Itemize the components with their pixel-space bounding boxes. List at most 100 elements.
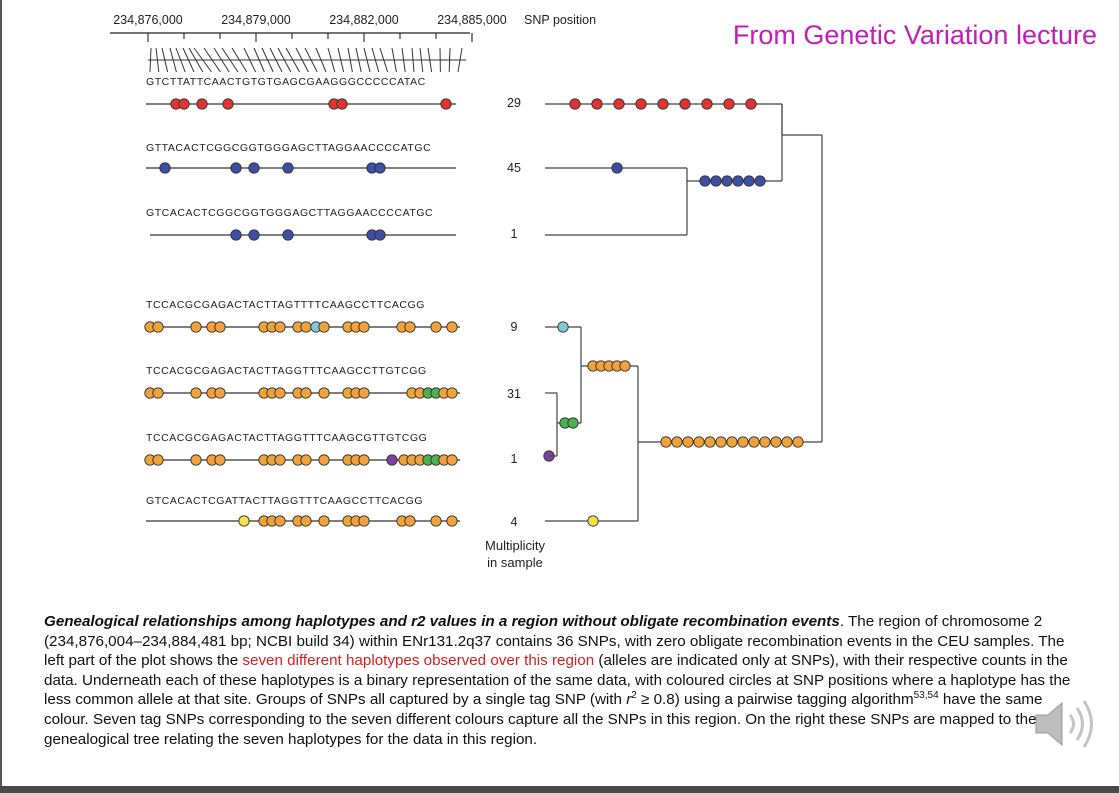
snp-allele-dot-3-1 — [230, 229, 242, 241]
snp-allele-dot-6-14 — [358, 454, 370, 466]
snp-allele-dot-4-15 — [358, 321, 370, 333]
tree-dot-red-4 — [657, 98, 669, 110]
snp-allele-dot-7-7 — [318, 515, 330, 527]
tree-dot-red-8 — [745, 98, 757, 110]
tree-dot-orange-root-2 — [682, 436, 694, 448]
binary-haplotype-rows — [144, 98, 460, 527]
snp-allele-dot-7-12 — [404, 515, 416, 527]
snp-allele-dot-6-2 — [152, 454, 164, 466]
snp-allele-dot-4-8 — [274, 321, 286, 333]
snp-allele-dot-4-18 — [430, 321, 442, 333]
snp-allele-dot-3-5 — [374, 229, 386, 241]
snp-allele-dot-5-5 — [214, 387, 226, 399]
snp-allele-dot-2-4 — [282, 162, 294, 174]
snp-allele-dot-7-1 — [238, 515, 250, 527]
caption-reference: 53,54 — [913, 690, 939, 702]
snp-allele-dot-4-10 — [300, 321, 312, 333]
count-1: 29 — [507, 96, 521, 110]
snp-allele-dot-5-11 — [318, 387, 330, 399]
multiplicity-counts: 29 45 1 9 31 1 4 Multiplicity in sample — [485, 96, 545, 570]
snp-allele-dot-2-6 — [374, 162, 386, 174]
snp-allele-dot-6-15 — [386, 454, 398, 466]
haplotype-sequence-1: GTCTTATTCAACTGTGTGAGCGAAGGGCCCCCATAC — [146, 76, 426, 88]
tree-dot-blue-4 — [743, 175, 755, 187]
snp-allele-dot-1-4 — [222, 98, 234, 110]
snp-allele-dot-6-8 — [274, 454, 286, 466]
haplotype-diagram: 234,876,000 234,879,000 234,882,000 234,… — [110, 13, 823, 570]
snp-allele-dot-7-6 — [300, 515, 312, 527]
tree-dot-red-3 — [635, 98, 647, 110]
count-2: 45 — [507, 161, 521, 175]
snp-connector-lines — [148, 47, 466, 73]
tree-dot-cyan — [557, 321, 569, 333]
caption-text-3: ≥ 0.8) using a pairwise tagging algorith… — [636, 691, 914, 709]
tree-dot-orange-root-1 — [671, 436, 683, 448]
tick-label-0: 234,876,000 — [113, 13, 183, 27]
caption-text-1: . The region of chromosome 2 (234,876,00… — [44, 613, 1065, 670]
speaker-icon[interactable] — [1030, 693, 1102, 755]
haplotype-sequence-6: TCCACGCGAGACTACTTAGGTTTCAAGCGTTGTCGG — [146, 432, 427, 444]
snp-allele-dot-7-14 — [446, 515, 458, 527]
snp-allele-dot-7-10 — [358, 515, 370, 527]
tick-label-2: 234,882,000 — [329, 13, 399, 27]
tree-dot-red-0 — [569, 98, 581, 110]
slide-bottom-border — [0, 786, 1119, 793]
tree-dot-green-1 — [567, 417, 579, 429]
haplotype-sequence-5: TCCACGCGAGACTACTTAGGTTTCAAGCCTTGTCGG — [146, 365, 427, 377]
snp-allele-dot-3-2 — [248, 229, 260, 241]
count-5: 31 — [507, 387, 521, 401]
snp-allele-dot-4-17 — [404, 321, 416, 333]
snp-allele-dot-1-2 — [178, 98, 190, 110]
snp-allele-dot-6-5 — [214, 454, 226, 466]
caption-title: Genealogical relationships among haploty… — [44, 613, 840, 630]
tree-dot-blue-single — [611, 162, 623, 174]
tree-dot-orange-root-8 — [748, 436, 760, 448]
snp-allele-dot-3-3 — [282, 229, 294, 241]
snp-allele-dot-5-14 — [358, 387, 370, 399]
snp-allele-dot-1-6 — [336, 98, 348, 110]
tree-dot-orange-root-5 — [715, 436, 727, 448]
snp-allele-dot-7-4 — [274, 515, 286, 527]
tree-dot-orange-root-11 — [781, 436, 793, 448]
tree-dot-red-2 — [613, 98, 625, 110]
tree-dot-orange-mid-4 — [619, 360, 631, 372]
count-7: 4 — [511, 515, 518, 529]
lecture-title: From Genetic Variation lecture — [732, 20, 1097, 50]
snp-allele-dot-1-7 — [440, 98, 452, 110]
snp-allele-dot-4-3 — [190, 321, 202, 333]
tree-dot-orange-root-3 — [693, 436, 705, 448]
tree-dot-orange-root-6 — [726, 436, 738, 448]
haplotype-sequence-4: TCCACGCGAGACTACTTAGTTTTCAAGCCTTCACGG — [146, 299, 425, 311]
snp-allele-dot-2-1 — [159, 162, 171, 174]
snp-allele-dot-6-11 — [318, 454, 330, 466]
multiplicity-label-line1: Multiplicity — [485, 538, 545, 553]
tree-dot-orange-root-10 — [770, 436, 782, 448]
slide-left-border — [0, 0, 2, 793]
figure-caption: Genealogical relationships among haploty… — [44, 612, 1074, 749]
caption-r2-exponent: 2 — [631, 690, 637, 702]
count-6: 1 — [511, 452, 518, 466]
tree-dot-blue-0 — [699, 175, 711, 187]
snp-allele-dot-5-8 — [274, 387, 286, 399]
axis-label: SNP position — [524, 13, 596, 27]
snp-allele-dot-2-3 — [248, 162, 260, 174]
snp-allele-dot-2-2 — [230, 162, 242, 174]
tree-dot-red-6 — [701, 98, 713, 110]
snp-allele-dot-5-2 — [152, 387, 164, 399]
tree-dot-blue-2 — [721, 175, 733, 187]
tree-dot-blue-1 — [710, 175, 722, 187]
tick-label-1: 234,879,000 — [221, 13, 291, 27]
genealogical-tree — [543, 98, 823, 527]
tree-dot-red-1 — [591, 98, 603, 110]
tree-dot-blue-5 — [754, 175, 766, 187]
snp-allele-dot-7-13 — [430, 515, 442, 527]
tree-dot-orange-root-4 — [704, 436, 716, 448]
tree-dot-orange-root-12 — [792, 436, 804, 448]
caption-text-4: have the same colour. Seven tag SNPs cor… — [44, 691, 1043, 748]
tree-dot-orange-root-9 — [759, 436, 771, 448]
snp-allele-dot-4-12 — [318, 321, 330, 333]
count-3: 1 — [511, 227, 518, 241]
snp-allele-dot-4-2 — [152, 321, 164, 333]
haplotype-sequence-3: GTCACACTCGGCGGTGGGAGCTTAGGAACCCCATGC — [146, 207, 433, 219]
